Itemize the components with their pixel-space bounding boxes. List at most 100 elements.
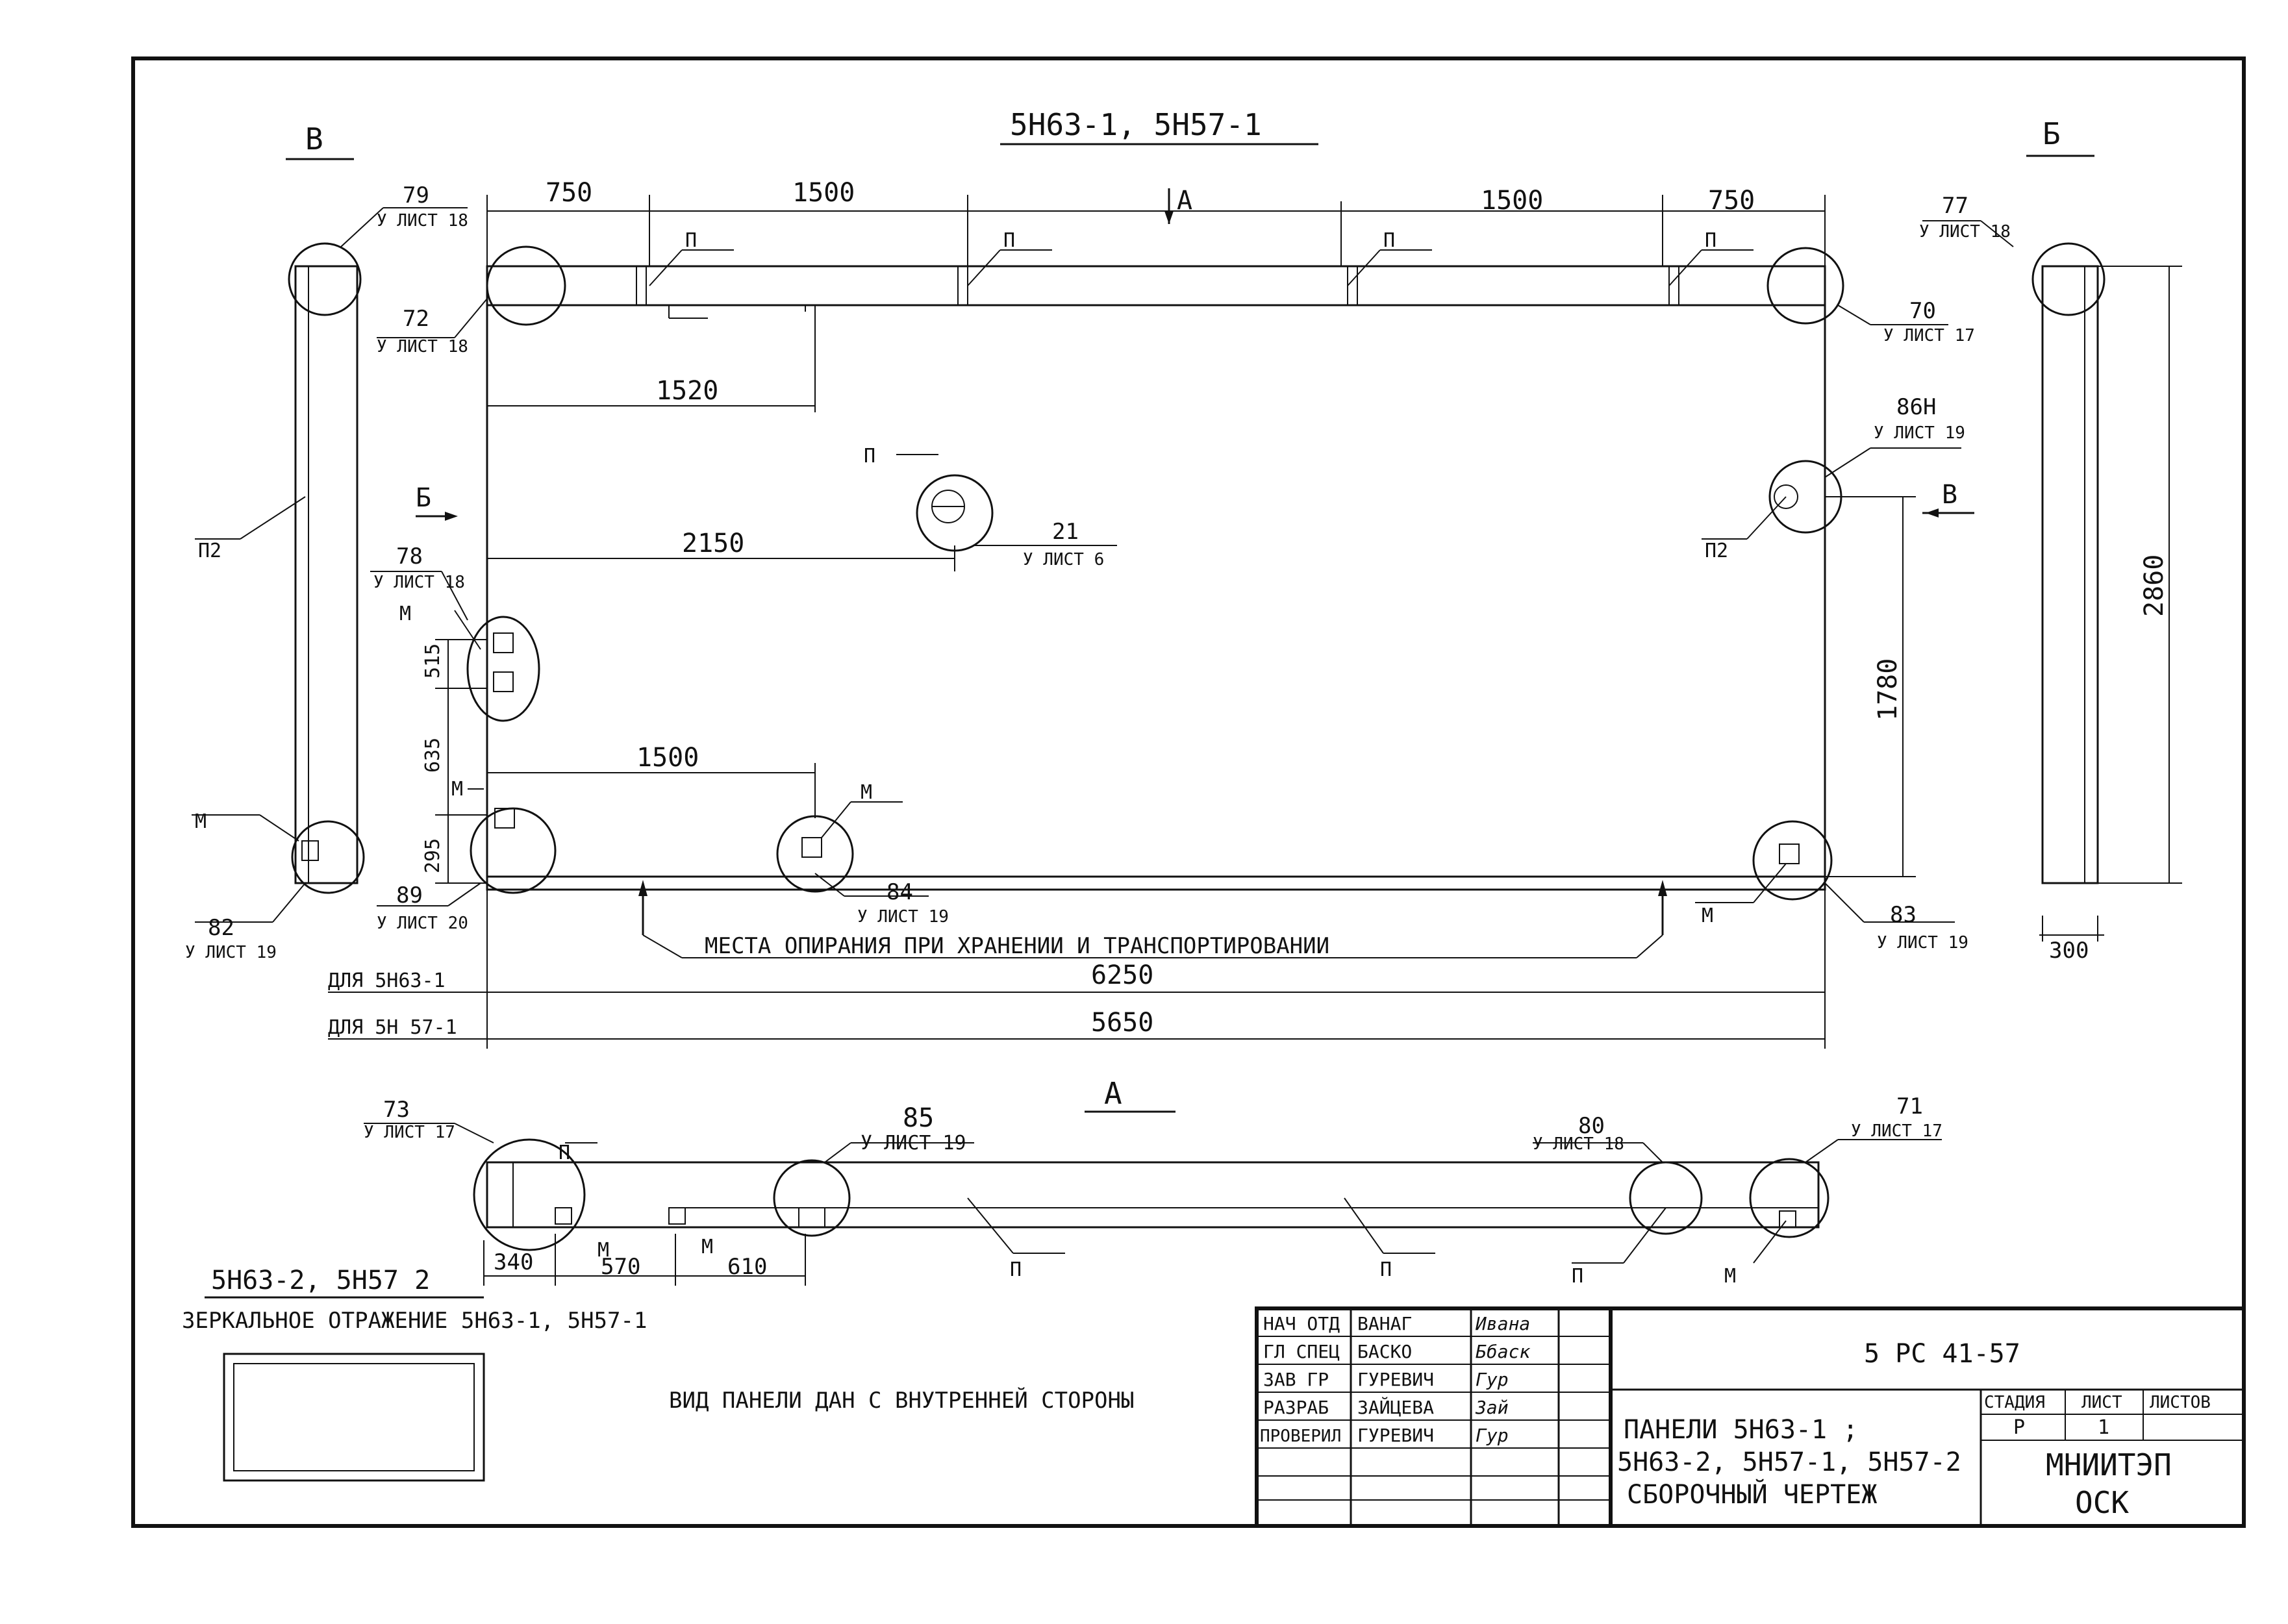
callout-85-sheet: У ЛИСТ 19 [861,1132,966,1155]
part-mark-m: М [861,781,872,804]
tb-sign-1: Ббаск [1476,1341,1530,1362]
part-mark-p: П [1010,1258,1022,1281]
callout-83-sheet: У ЛИСТ 19 [1877,933,1968,953]
callout-79: 79 [403,182,429,208]
tb-role-3: РАЗРАБ [1263,1397,1329,1418]
part-mark-m: М [597,1239,609,1262]
callout-71: 71 [1896,1093,1923,1119]
tb-name-3: ЗАЙЦЕВА [1357,1396,1434,1418]
detail-circle-21 [916,474,994,552]
tb-role-4: ПРОВЕРИЛ [1260,1427,1341,1446]
dim-515: 515 [421,643,444,679]
callout-77-sheet: У ЛИСТ 18 [1919,222,2011,242]
callout-72-sheet: У ЛИСТ 18 [377,337,468,356]
section-a-arrow-label: А [1177,186,1192,216]
callout-71-sheet: У ЛИСТ 17 [1851,1121,1942,1141]
mirror-title: 5Н63-2, 5Н57 2 [211,1266,430,1295]
dim-570: 570 [601,1254,640,1280]
section-b-arrow-label: Б [416,483,431,513]
callout-21: 21 [1052,519,1079,545]
tb-role-1: ГЛ СПЕЦ [1263,1341,1340,1362]
detail-circle-70 [1766,247,1844,325]
callout-89: 89 [396,882,423,908]
side-view-b [2031,242,2106,884]
org-line1: МНИИТЭП [2046,1447,2172,1482]
callout-73: 73 [383,1097,410,1123]
support-note: МЕСТА ОПИРАНИЯ ПРИ ХРАНЕНИИ И ТРАНСПОРТИ… [705,933,1329,959]
part-mark-m: М [451,778,463,801]
dim-1500-top-left: 1500 [792,178,855,208]
top-title: 5Н63-1, 5Н57-1 [1010,107,1262,142]
dim-295: 295 [421,838,444,873]
callout-78-sheet: У ЛИСТ 18 [373,573,465,592]
tb-sign-4: Гур [1476,1425,1509,1446]
section-a-label: А [1104,1076,1122,1111]
embed-plate [494,808,515,829]
doc-code: 5 РС 41-57 [1864,1339,2020,1369]
part-mark-m: М [399,603,411,625]
tb-name-2: ГУРЕВИЧ [1357,1369,1434,1390]
callout-21-sheet: У ЛИСТ 6 [1023,550,1104,569]
sheet-value: 1 [2098,1416,2109,1439]
callout-82: 82 [208,915,234,941]
mirror-note: ЗЕРКАЛЬНОЕ ОТРАЖЕНИЕ 5Н63-1, 5Н57-1 [182,1308,647,1334]
dim-6250: 6250 [1091,960,1153,990]
embed-plate [801,837,822,858]
callout-79-sheet: У ЛИСТ 18 [377,211,468,231]
doc-name-line3: СБОРОЧНЫЙ ЧЕРТЕЖ [1627,1479,1877,1510]
detail-circle-72 [486,245,566,326]
tb-name-0: ВАНАГ [1357,1313,1412,1334]
mirror-panel-sketch [223,1353,485,1482]
part-mark-m: М [1724,1265,1736,1288]
detail-circle-89 [470,807,557,894]
tb-name-1: БАСКО [1357,1341,1412,1362]
callout-80-sheet: У ЛИСТ 18 [1533,1134,1624,1154]
section-b-label: Б [2043,116,2061,151]
detail-circle-78 [466,616,540,722]
dim-300: 300 [2049,938,2089,964]
tb-name-4: ГУРЕВИЧ [1357,1425,1434,1446]
dim-2150: 2150 [682,529,744,558]
title-block [1255,1306,2246,1528]
part-mark-p2: П2 [1705,540,1728,562]
callout-84-sheet: У ЛИСТ 19 [857,907,949,927]
dim-5650: 5650 [1091,1008,1153,1038]
org-line2: ОСК [2075,1485,2129,1520]
callout-73-sheet: У ЛИСТ 17 [364,1123,455,1142]
dim-2860: 2860 [2139,555,2169,617]
embed-plate [493,671,514,692]
sheet-header: ЛИСТ [2081,1393,2122,1412]
part-mark-p: П [1003,229,1015,252]
section-v-arrow-label: В [1942,480,1957,510]
part-mark-p: П [1380,1258,1392,1281]
callout-84: 84 [886,879,913,905]
callout-70: 70 [1909,298,1936,324]
embed-plate [493,632,514,653]
part-mark-p: П [685,229,697,252]
callout-86: 86Н [1896,394,1936,420]
callout-77: 77 [1942,193,1968,219]
dim-610: 610 [727,1254,767,1280]
callout-80: 80 [1578,1113,1605,1139]
side-view-v [288,242,365,894]
part-mark-m: М [1702,905,1713,927]
part-mark-m: М [195,810,207,833]
tb-sign-0: Ивана [1475,1313,1530,1334]
tb-role-2: ЗАВ ГР [1263,1369,1329,1390]
part-mark-p: П [1572,1265,1583,1288]
dim-340: 340 [494,1249,533,1275]
callout-85: 85 [903,1103,934,1133]
tb-sign-3: Зай [1475,1397,1509,1418]
part-mark-p2: П2 [198,540,221,562]
sheets-header: ЛИСТОВ [2150,1393,2211,1412]
callout-70-sheet: У ЛИСТ 17 [1883,326,1975,345]
dim-750-right: 750 [1708,186,1755,216]
part-mark-p: П [559,1142,570,1164]
dim-1780: 1780 [1873,658,1903,721]
label-for-5n63: ДЛЯ 5Н63-1 [328,969,446,992]
stage-value: Р [2013,1416,2025,1439]
callout-89-sheet: У ЛИСТ 20 [377,914,468,933]
dim-1520: 1520 [656,376,718,406]
dim-1500-bottom: 1500 [636,743,699,773]
